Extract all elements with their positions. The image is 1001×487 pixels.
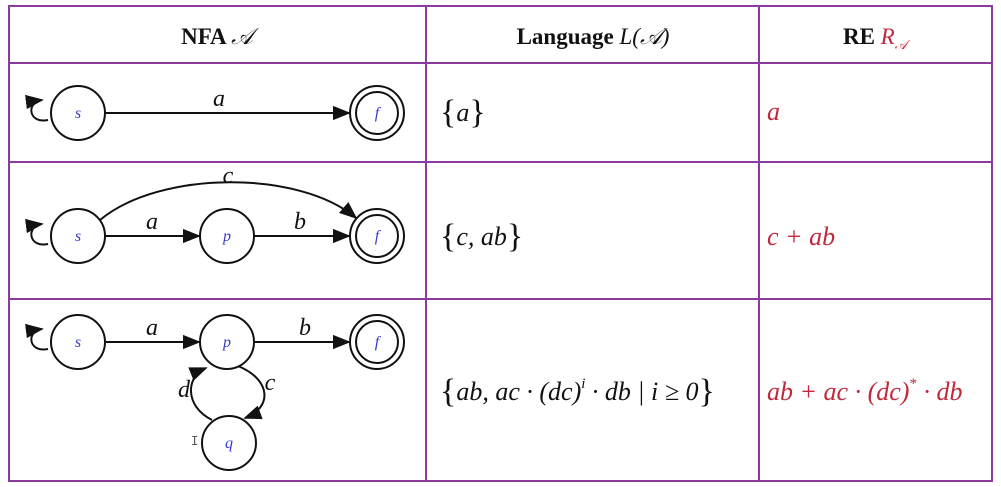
- state-label-p: p: [222, 334, 231, 351]
- state-label-f: f: [375, 228, 382, 245]
- edge-label-p-f: b: [294, 209, 306, 235]
- table-border: [8, 5, 993, 482]
- row-1-language: {a}: [440, 94, 486, 131]
- row-1-re: a: [767, 97, 780, 126]
- state-label-s: s: [75, 105, 81, 122]
- row-2-re: c + ab: [767, 222, 835, 251]
- state-label-s: s: [75, 334, 81, 351]
- row-3-language: {ab, ac · (dc)i · db | i ≥ 0}: [440, 373, 715, 410]
- state-label-p: p: [222, 228, 231, 245]
- text-cursor-icon: I: [191, 434, 198, 448]
- state-label-f: f: [375, 334, 382, 351]
- edge-label-s-f: a: [213, 86, 225, 112]
- state-f: [349, 85, 405, 141]
- header-re: RE R𝒜: [843, 24, 911, 52]
- row-2-nfa: s a p b c f: [25, 163, 405, 264]
- state-label-f: f: [375, 105, 382, 122]
- edge-label-p-f: b: [299, 315, 311, 341]
- edge-q-p: [188, 367, 213, 421]
- row-3-nfa: s a p b f c d q: [25, 314, 405, 471]
- state-label-s: s: [75, 228, 81, 245]
- edge-label-q-p: d: [178, 377, 191, 403]
- accept-ring-f: [355, 91, 399, 135]
- edge-label-s-p: a: [146, 209, 158, 235]
- initial-arrow: [25, 323, 49, 351]
- accept-ring-f: [355, 320, 399, 364]
- edge-label-s-f: c: [223, 163, 234, 189]
- state-label-q: q: [225, 435, 233, 452]
- table-grid: [8, 5, 993, 482]
- edge-s-f: [99, 181, 358, 221]
- header-language: Language L(𝒜): [517, 24, 670, 49]
- accept-ring-f: [355, 214, 399, 258]
- state-f: [349, 314, 405, 370]
- row-1-nfa: s a f: [25, 85, 405, 141]
- edge-label-s-p: a: [146, 315, 158, 341]
- row-2-language: {c, ab}: [440, 218, 523, 255]
- initial-arrow: [25, 94, 49, 122]
- row-3-re: ab + ac · (dc)* · db: [767, 376, 962, 406]
- state-f: [349, 208, 405, 264]
- initial-arrow: [25, 218, 49, 246]
- edge-label-p-q: c: [265, 370, 276, 396]
- edge-p-q: [237, 365, 266, 420]
- header-nfa: NFA 𝒜: [181, 24, 259, 49]
- state-q: [201, 415, 257, 471]
